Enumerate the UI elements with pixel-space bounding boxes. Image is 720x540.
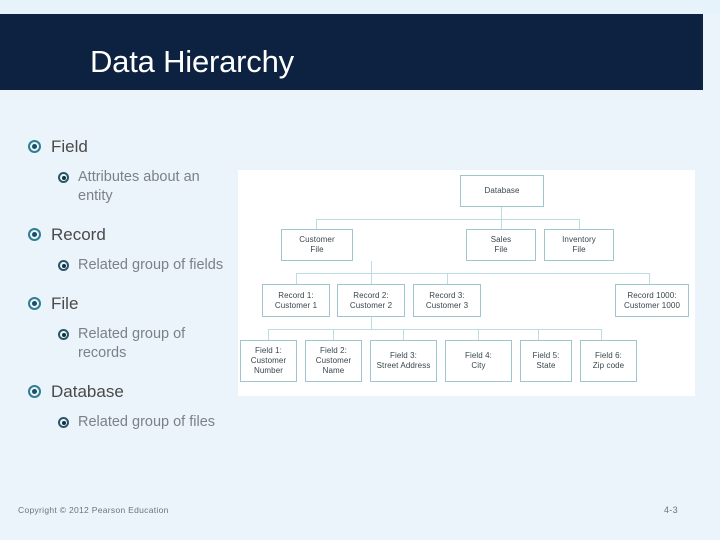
- node-line-2: File: [310, 245, 324, 254]
- node-line-2: Zip code: [592, 361, 625, 370]
- bullet-item-file: File: [28, 293, 243, 314]
- connector-customer-file-stem: [371, 261, 372, 273]
- connector-records-bus: [296, 273, 649, 274]
- bullet-item-file-detail: Related group of records: [58, 325, 243, 363]
- bullet-label: Attributes about an entity: [78, 169, 200, 204]
- node-line-1: Field 6:: [594, 351, 623, 360]
- bullet-label: Database: [51, 382, 124, 401]
- connector-field5-drop: [538, 329, 539, 340]
- bullet-label: Related group of files: [78, 414, 216, 430]
- diagram-node-inventory-file: Inventory File: [544, 229, 614, 261]
- diagram-node-field-5: Field 5: State: [520, 340, 572, 382]
- bullet-target-icon: [58, 172, 69, 183]
- connector-record1-drop: [296, 273, 297, 284]
- node-line-2: File: [494, 245, 508, 254]
- bullet-item-database-detail: Related group of files: [58, 413, 243, 432]
- bullet-target-icon: [58, 417, 69, 428]
- connector-record3-drop: [447, 273, 448, 284]
- bullet-target-icon: [58, 260, 69, 271]
- bullet-target-icon: [28, 140, 41, 153]
- bullet-item-database: Database: [28, 381, 243, 402]
- connector-customer-file-drop: [316, 219, 317, 229]
- page-number: 4-3: [664, 505, 678, 515]
- bullet-label: Record: [51, 225, 106, 244]
- top-strip: [0, 0, 720, 14]
- diagram-node-field-2: Field 2: Customer Name: [305, 340, 362, 382]
- bullet-target-icon: [28, 385, 41, 398]
- diagram-node-field-1: Field 1: Customer Number: [240, 340, 297, 382]
- bullet-target-icon: [28, 228, 41, 241]
- connector-fields-bus: [268, 329, 601, 330]
- node-line-1: Customer: [299, 235, 335, 244]
- connector-field4-drop: [478, 329, 479, 340]
- node-line-3: Name: [322, 366, 345, 375]
- node-line-2: City: [471, 361, 486, 370]
- data-hierarchy-diagram: Database Customer File Sales File Invent…: [238, 170, 695, 396]
- node-line-1: Database: [484, 186, 520, 195]
- bullet-list: Field Attributes about an entity Record …: [28, 136, 243, 432]
- bullet-label: Field: [51, 137, 88, 156]
- diagram-node-record-3: Record 3: Customer 3: [413, 284, 481, 317]
- bullet-label: File: [51, 294, 79, 313]
- diagram-node-sales-file: Sales File: [466, 229, 536, 261]
- connector-field2-drop: [333, 329, 334, 340]
- connector-field1-drop: [268, 329, 269, 340]
- node-line-3: Number: [253, 366, 284, 375]
- node-line-2: State: [536, 361, 556, 370]
- node-line-1: Record 1000:: [627, 290, 677, 300]
- node-line-1: Field 4:: [464, 351, 493, 360]
- diagram-node-database: Database: [460, 175, 544, 207]
- node-line-2: Customer 2: [349, 300, 393, 310]
- bullet-item-record: Record: [28, 224, 243, 245]
- node-line-1: Record 3:: [429, 290, 465, 300]
- node-line-1: Record 2:: [353, 290, 389, 300]
- bullet-item-record-detail: Related group of fields: [58, 256, 243, 275]
- node-line-2: Street Address: [376, 361, 431, 370]
- connector-field3-drop: [403, 329, 404, 340]
- node-line-2: Customer 1000: [624, 300, 680, 310]
- connector-record2-drop: [371, 273, 372, 284]
- diagram-node-record-1: Record 1: Customer 1: [262, 284, 330, 317]
- diagram-node-field-4: Field 4: City: [445, 340, 512, 382]
- diagram-node-customer-file: Customer File: [281, 229, 353, 261]
- bullet-target-icon: [58, 329, 69, 340]
- connector-inventory-file-drop: [579, 219, 580, 229]
- node-line-2: Customer 3: [425, 300, 469, 310]
- node-line-1: Field 2:: [319, 346, 348, 355]
- bullet-label: Related group of records: [78, 326, 186, 361]
- diagram-node-field-3: Field 3: Street Address: [370, 340, 437, 382]
- diagram-node-record-1000: Record 1000: Customer 1000: [615, 284, 689, 317]
- node-line-1: Sales: [490, 235, 512, 244]
- connector-record1000-drop: [649, 273, 650, 284]
- bullet-label: Related group of fields: [78, 257, 224, 273]
- node-line-2: File: [572, 245, 586, 254]
- node-line-1: Field 1:: [254, 346, 283, 355]
- node-line-1: Inventory: [562, 235, 596, 244]
- node-line-2: Customer 1: [274, 300, 318, 310]
- node-line-1: Record 1:: [278, 290, 314, 300]
- node-line-1: Field 3:: [389, 351, 418, 360]
- page-title: Data Hierarchy: [90, 44, 294, 79]
- bullet-item-field: Field: [28, 136, 243, 157]
- title-bar: Data Hierarchy: [0, 14, 703, 90]
- copyright-notice: Copyright © 2012 Pearson Education: [18, 505, 169, 515]
- connector-field6-drop: [601, 329, 602, 340]
- connector-record2-stem: [371, 317, 372, 329]
- diagram-node-field-6: Field 6: Zip code: [580, 340, 637, 382]
- connector-database-stem: [501, 207, 502, 219]
- bullet-item-field-detail: Attributes about an entity: [58, 168, 243, 206]
- node-line-2: Customer: [250, 356, 287, 365]
- bullet-target-icon: [28, 297, 41, 310]
- node-line-2: Customer: [315, 356, 352, 365]
- node-line-1: Field 5:: [532, 351, 560, 360]
- diagram-node-record-2: Record 2: Customer 2: [337, 284, 405, 317]
- connector-sales-file-drop: [501, 219, 502, 229]
- connector-files-bus: [316, 219, 579, 220]
- top-strip-left-segment: [0, 0, 73, 14]
